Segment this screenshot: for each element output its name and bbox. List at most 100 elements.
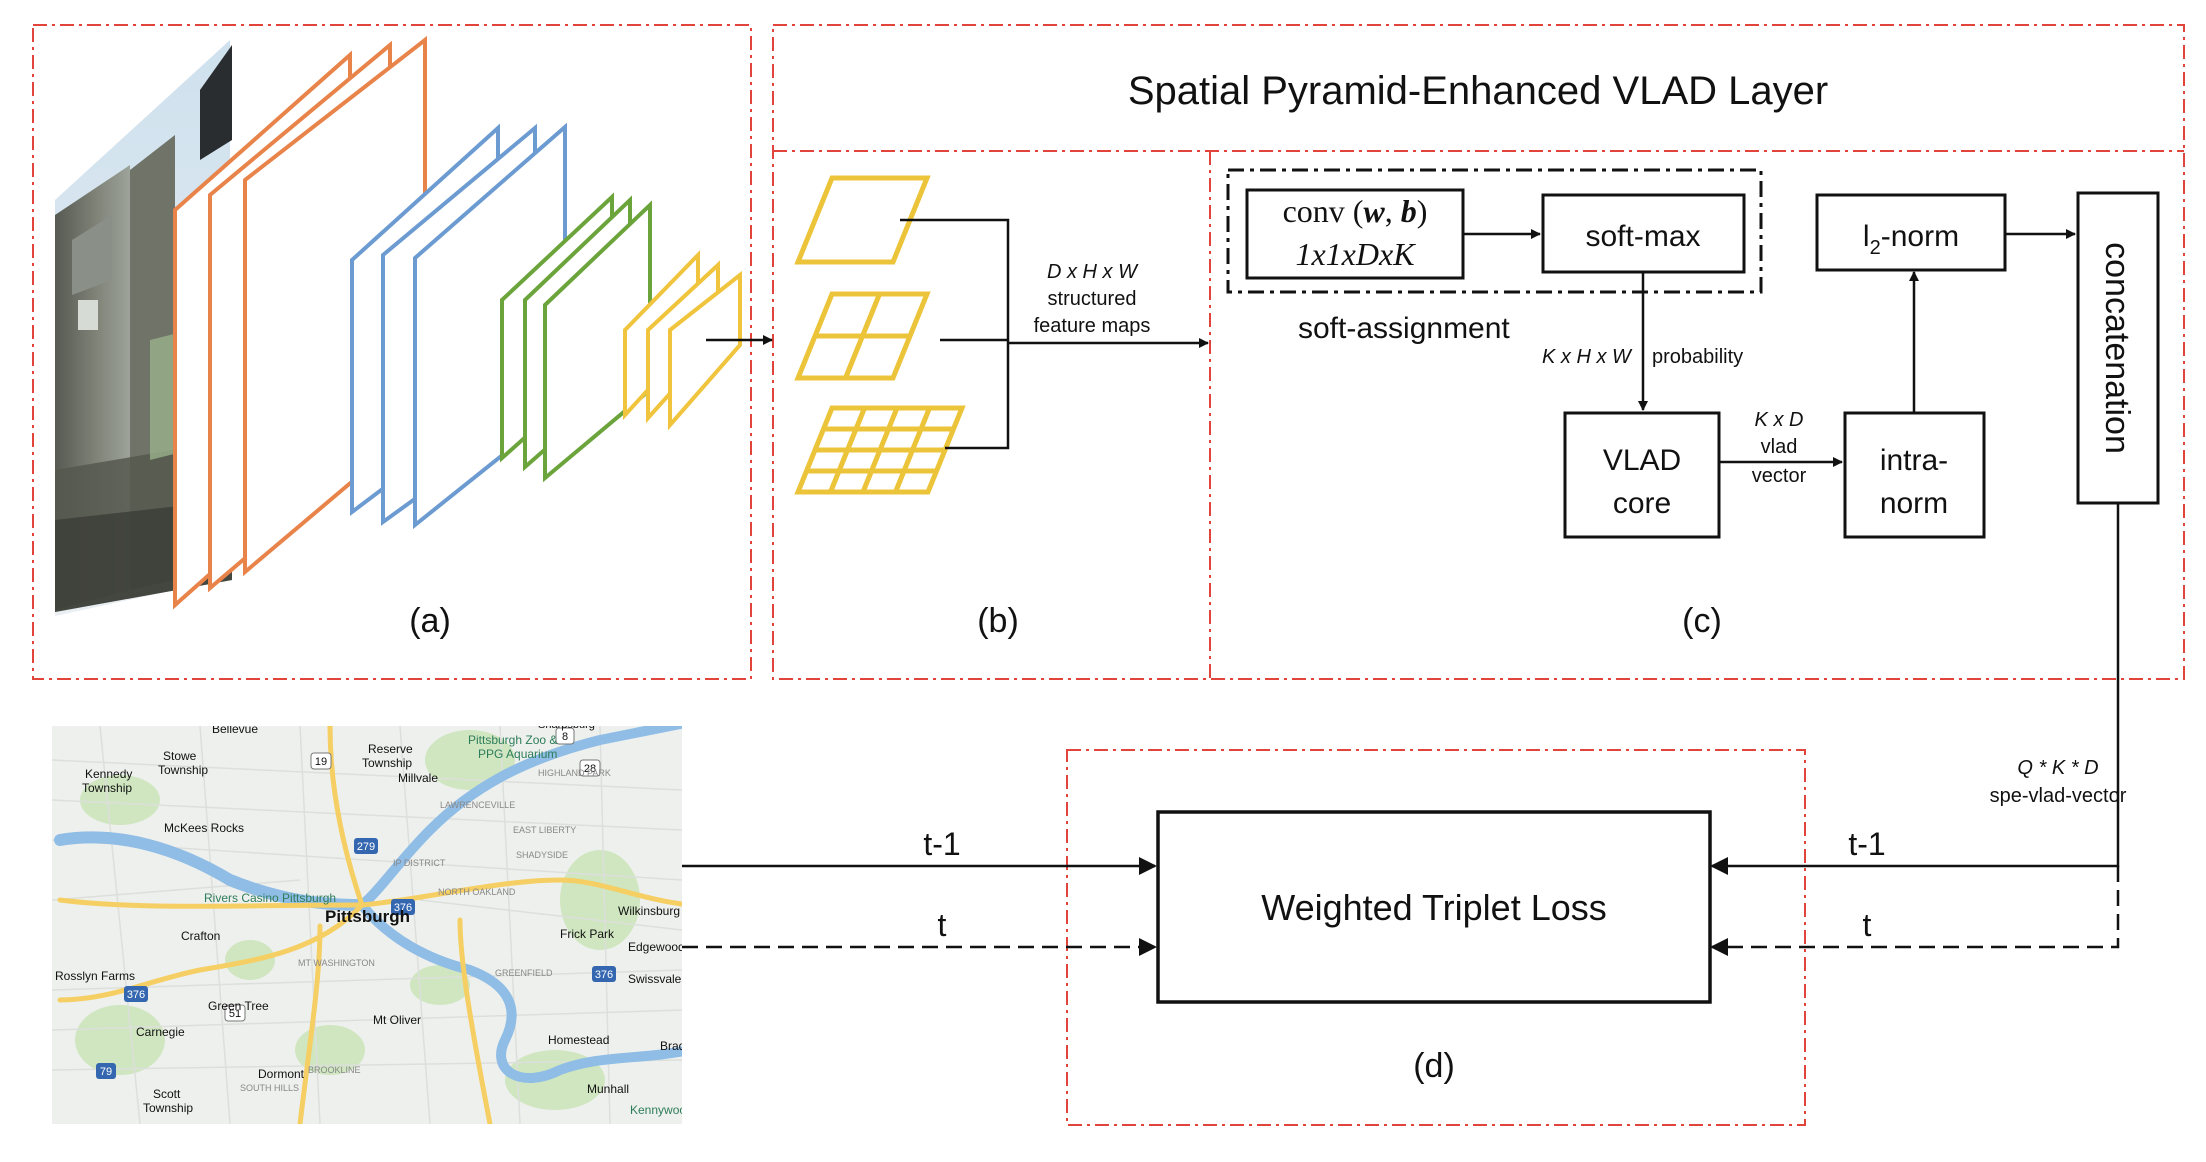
shield-8: 8: [555, 727, 575, 745]
intra-norm-label-2: norm: [1880, 487, 1948, 520]
svg-text:8: 8: [562, 731, 568, 743]
shield-79: 79: [96, 1063, 116, 1079]
shield-28: 28: [579, 759, 601, 777]
concat-output: Q * K * D spe-vlad-vector t-1 t: [1710, 503, 2127, 956]
map-label-north-oakland: NORTH OAKLAND: [438, 887, 516, 897]
map-label-dormont: Dormont: [258, 1067, 305, 1081]
shield-19: 19: [310, 752, 332, 770]
map-label-green-tree: Green Tree: [208, 999, 269, 1013]
left-dashed-label: t: [938, 907, 947, 943]
vlad-vector-label-2: vector: [1752, 465, 1807, 487]
panel-a-label: (a): [409, 602, 451, 640]
pittsburgh-map: 279 376 376 376 19 28 51 79 8 Bellevue S…: [52, 719, 686, 1124]
vlad-vector-dims: K x D: [1755, 409, 1804, 431]
concatenation-block: [2076, 191, 2160, 505]
weighted-triplet-loss-block: [1156, 810, 1712, 1004]
feature-maps-label-1: structured: [1048, 288, 1137, 310]
spatial-pyramid: D x H x W structured feature maps (b): [794, 175, 1209, 640]
weighted-triplet-loss-label: Weighted Triplet Loss: [1261, 887, 1607, 928]
map-label-munhall: Munhall: [587, 1082, 629, 1096]
map-label-crafton: Crafton: [181, 929, 220, 943]
conv-label-1: conv (w, b): [1283, 193, 1428, 229]
map-label-swissvale: Swissvale: [628, 972, 682, 986]
svg-text:19: 19: [315, 756, 327, 768]
softmax-label: soft-max: [1585, 220, 1700, 253]
shield-376-east: 376: [592, 966, 616, 982]
shield-376: 376: [391, 899, 415, 915]
map-label-kennywood: Kennywoo: [630, 1103, 686, 1117]
probability-label: probability: [1652, 346, 1743, 368]
cnn-illustration: (a): [55, 35, 773, 640]
map-label-mt-oliver: Mt Oliver: [373, 1013, 421, 1027]
svg-text:376: 376: [127, 989, 145, 1001]
panel-d-label: (d): [1413, 1047, 1455, 1085]
svg-text:376: 376: [595, 969, 613, 981]
conv-label-2: 1x1xDxK: [1295, 236, 1416, 272]
frame-panel-a: [32, 24, 752, 680]
map-label-edgewood: Edgewood: [628, 940, 685, 954]
intra-norm-label-1: intra-: [1880, 444, 1948, 477]
panel-b-label: (b): [977, 602, 1019, 640]
shield-51: 51: [224, 1004, 246, 1022]
map-label-sharpsburg: Sharpsburg: [538, 719, 595, 731]
conv-block-1: [173, 35, 427, 610]
left-solid-label: t-1: [923, 826, 960, 862]
feature-maps-label-2: feature maps: [1034, 315, 1151, 337]
map-label-lawrenceville: LAWRENCEVILLE: [440, 800, 515, 810]
spe-dims: Q * K * D: [2017, 757, 2098, 779]
map-label-east-liberty: EAST LIBERTY: [513, 825, 576, 835]
shield-279: 279: [354, 838, 378, 854]
map-label-shadyside: SHADYSIDE: [516, 850, 568, 860]
map-label-frick-park: Frick Park: [560, 927, 615, 941]
map-label-highland-park: HIGHLAND PARK: [538, 768, 611, 778]
map-label-brad: Brad: [660, 1039, 685, 1053]
shield-376-west: 376: [124, 986, 148, 1002]
pyramid-bracket: [900, 218, 1010, 450]
conv-block-4: [623, 250, 742, 431]
map-label-pittsburgh: Pittsburgh: [325, 907, 410, 926]
vlad-vector-label-1: vlad: [1761, 436, 1798, 458]
map-label-wilkinsburg: Wilkinsburg: [618, 904, 680, 918]
map-label-rosslyn-farms: Rosslyn Farms: [55, 969, 135, 983]
pyramid-level-3: [794, 405, 966, 495]
frame-panel-d: [1066, 749, 1806, 1126]
map-label-homestead: Homestead: [548, 1033, 609, 1047]
soft-assignment-label: soft-assignment: [1298, 312, 1510, 345]
frame-spe-vlad-layer: [772, 24, 2185, 680]
vlad-core-label-2: core: [1613, 487, 1671, 520]
loss-panel: Weighted Triplet Loss (d): [1156, 810, 1712, 1085]
conv-block-3: [500, 192, 652, 483]
intra-norm-block: [1843, 411, 1986, 539]
svg-text:79: 79: [100, 1066, 112, 1078]
map-label-rivers-casino: Rivers Casino Pittsburgh: [204, 891, 336, 905]
right-dashed-label: t: [1863, 907, 1872, 943]
map-label-south-hills: SOUTH HILLS: [240, 1083, 299, 1093]
map-label-millvale: Millvale: [398, 771, 438, 785]
concatenation-label: concatenation: [2098, 242, 2136, 454]
map-label-zoo: Pittsburgh Zoo &PPG Aquarium: [468, 733, 557, 761]
map-label-mt-washington: MT WASHINGTON: [298, 958, 375, 968]
dashed-frames: [32, 24, 2185, 1126]
l2-norm-label: l2-norm: [1863, 220, 1959, 259]
map-label-bellevue: Bellevue: [212, 722, 258, 736]
map-label-greenfield: GREENFIELD: [495, 968, 553, 978]
soft-assignment-group: [1226, 168, 1763, 294]
feature-maps-dims: D x H x W: [1047, 261, 1139, 283]
vlad-core-label-1: VLAD: [1603, 444, 1681, 477]
spe-name: spe-vlad-vector: [1990, 785, 2127, 807]
svg-text:51: 51: [229, 1008, 241, 1020]
vlad-core-block: [1563, 411, 1721, 539]
right-solid-label: t-1: [1848, 826, 1885, 862]
map-label-mckees-rocks: McKees Rocks: [164, 821, 244, 835]
svg-text:279: 279: [357, 841, 375, 853]
map-label-brookline: BROOKLINE: [308, 1065, 361, 1075]
l2-norm-block: [1815, 193, 2007, 272]
probability-dims: K x H x W: [1542, 346, 1633, 368]
pyramid-level-2: [794, 291, 931, 381]
map-label-strip-district: IP DISTRICT: [393, 858, 446, 868]
